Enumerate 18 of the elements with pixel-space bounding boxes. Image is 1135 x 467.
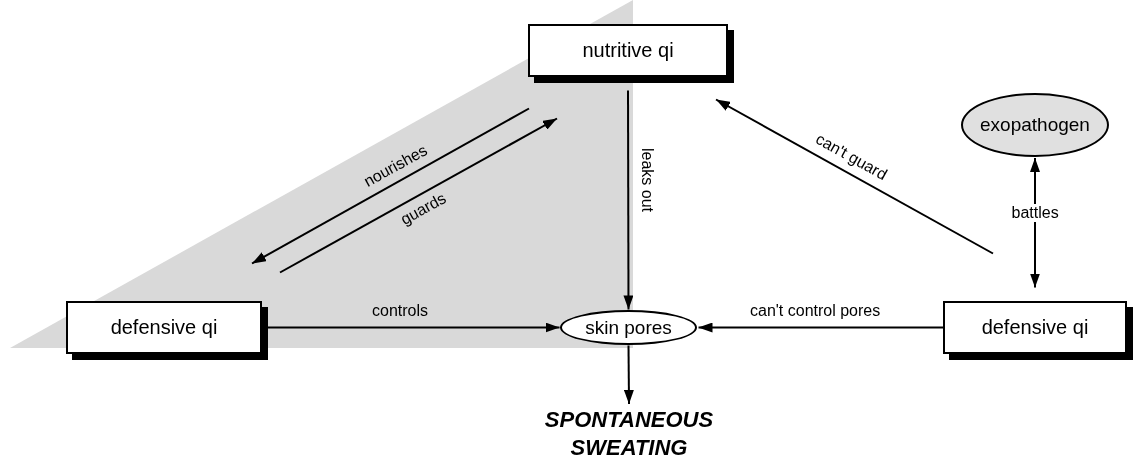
node-label: exopathogen	[980, 114, 1090, 136]
outcome-text: SPONTANEOUS SWEATING	[543, 406, 715, 462]
node-label: defensive qi	[110, 316, 218, 339]
arrow	[715, 98, 994, 255]
arrow	[697, 322, 944, 333]
arrow	[1030, 157, 1040, 289]
edge-label: can't guard	[811, 129, 891, 185]
node-label: defensive qi	[981, 316, 1089, 339]
edge-label: can't control pores	[749, 302, 882, 320]
arrow	[623, 89, 634, 311]
arrow	[623, 344, 634, 405]
arrow	[279, 117, 558, 274]
node-label: nutritive qi	[582, 39, 674, 62]
edge-label: controls	[371, 302, 430, 320]
edge-label: leaks out	[638, 147, 656, 214]
node-label: skin pores	[585, 316, 672, 339]
edge-label: battles	[1009, 204, 1061, 222]
arrow	[251, 107, 530, 265]
